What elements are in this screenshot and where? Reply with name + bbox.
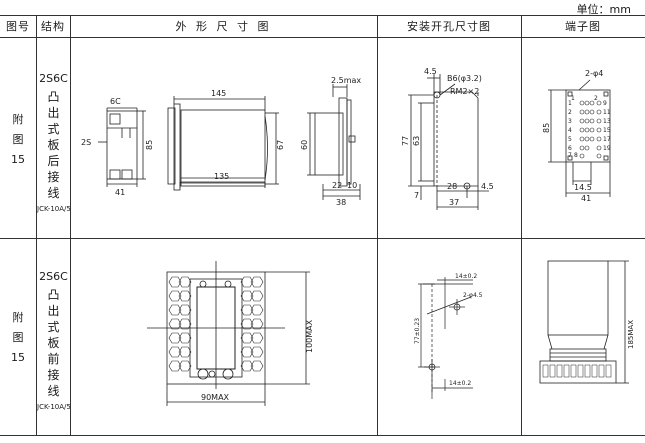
dim-145: 145 (211, 89, 226, 98)
row2-model: JCK-10A/5 (37, 403, 71, 411)
svg-text:1: 1 (568, 100, 572, 107)
row2-fig-number: 附 图 15 (11, 311, 25, 364)
table-bottom-border (0, 435, 645, 436)
mount-dim-4-5b: 4.5 (481, 182, 494, 191)
dim-2s: 2S (81, 138, 91, 147)
dim-41: 41 (115, 188, 125, 197)
unit-label: 单位：mm (576, 3, 631, 16)
row1-mount-cutout-drawing: 4.5 B6(φ3.2) RM2×2 77 63 7 28 4.5 37 (401, 67, 494, 210)
dim-100max: 100MAX (305, 319, 314, 353)
terminal-number: 13 (603, 118, 611, 125)
row2-code: 2S6C (39, 270, 68, 283)
col-divider-2 (70, 15, 71, 435)
header-terminal-diagram: 端子图 (565, 20, 601, 33)
terminal-dim-14-5: 14.5 (574, 183, 592, 192)
table-top-border (0, 15, 645, 16)
terminal-dim-85: 85 (542, 123, 551, 133)
row1-model: JCK-10A/5 (37, 205, 71, 213)
mount-dim-7: 7 (414, 191, 419, 200)
terminal-dim-phi4: 2-φ4 (585, 69, 603, 78)
header-fig-number: 图号 (6, 20, 30, 33)
dim-6c: 6C (110, 97, 121, 106)
col-divider-1 (36, 15, 37, 435)
mount-dim-77: 77 (401, 136, 410, 146)
terminal-number: 17 (603, 136, 611, 143)
header-outline-dimensions: 外 形 尺 寸 图 (175, 20, 272, 33)
row2-mount-cutout-drawing: 14±0.2 2-φ4.5 77±0.23 14±0.2 (414, 273, 483, 399)
row1-fig-number: 附 图 15 (11, 113, 25, 166)
col-divider-3 (377, 15, 378, 435)
header-bottom-border (0, 37, 645, 38)
svg-text:8: 8 (574, 152, 578, 159)
mount2-dim-77: 77±0.23 (414, 318, 421, 344)
mount2-dim-14-bottom: 14±0.2 (449, 380, 471, 387)
svg-text:5: 5 (568, 136, 572, 143)
dim-85: 85 (145, 140, 154, 150)
terminal-number: 15 (603, 127, 611, 134)
dim-185max: 185MAX (627, 320, 635, 349)
dim-10: 10 (347, 181, 357, 190)
dim-2-5max: 2.5max (331, 76, 361, 85)
terminal-number: 9 (603, 100, 607, 107)
dim-22: 22 (332, 181, 342, 190)
header-structure: 结构 (41, 20, 65, 33)
svg-text:3: 3 (568, 118, 572, 125)
svg-text:4: 4 (568, 127, 572, 134)
svg-text:2: 2 (568, 109, 572, 116)
svg-text:6: 6 (568, 145, 572, 152)
row2-outline-drawing: 100MAX 90MAX (147, 261, 314, 406)
row1-structure: 2S6C 凸 出 式 板 后 接 线 JCK-10A/5 (37, 72, 71, 213)
dim-135: 135 (214, 172, 229, 181)
mount-dim-4-5: 4.5 (424, 67, 437, 76)
terminal-top-1: 1 (571, 95, 575, 102)
row1-outline-drawing: 6C 2S 85 41 145 67 135 2.5max 60 22 10 3… (81, 76, 361, 207)
svg-text:7: 7 (568, 152, 572, 159)
mount2-hole-phi4-5: 2-φ4.5 (463, 292, 483, 299)
mount-rm: RM2×2 (450, 87, 479, 96)
dim-38: 38 (336, 198, 346, 207)
row1-code: 2S6C (39, 72, 68, 85)
terminal-top-2: 2 (594, 95, 598, 102)
row2-structure: 2S6C 凸 出 式 板 前 接 线 JCK-10A/5 (37, 270, 71, 411)
terminal-number: 19 (603, 145, 611, 152)
dim-67: 67 (276, 140, 285, 150)
mount2-dim-14-top: 14±0.2 (455, 273, 477, 280)
mount-dim-63: 63 (412, 136, 421, 146)
col-divider-4 (521, 15, 522, 435)
row1-terminal-drawing: 2-φ4 1 2 85 14.5 41 1 2 3 4 5 6 7 8 9 11 1… (542, 69, 611, 203)
terminal-number: 11 (603, 109, 611, 116)
row2-terminal-drawing: 185MAX (539, 260, 635, 384)
mount-hole-b6: B6(φ3.2) (447, 74, 482, 83)
mount-dim-28: 28 (447, 182, 457, 191)
dim-90max: 90MAX (201, 393, 230, 402)
terminal-dim-41: 41 (581, 194, 591, 203)
dim-60: 60 (300, 140, 309, 150)
header-mounting-cutout: 安装开孔尺寸图 (407, 20, 491, 33)
mount-dim-37: 37 (449, 198, 459, 207)
row-divider (0, 238, 645, 239)
